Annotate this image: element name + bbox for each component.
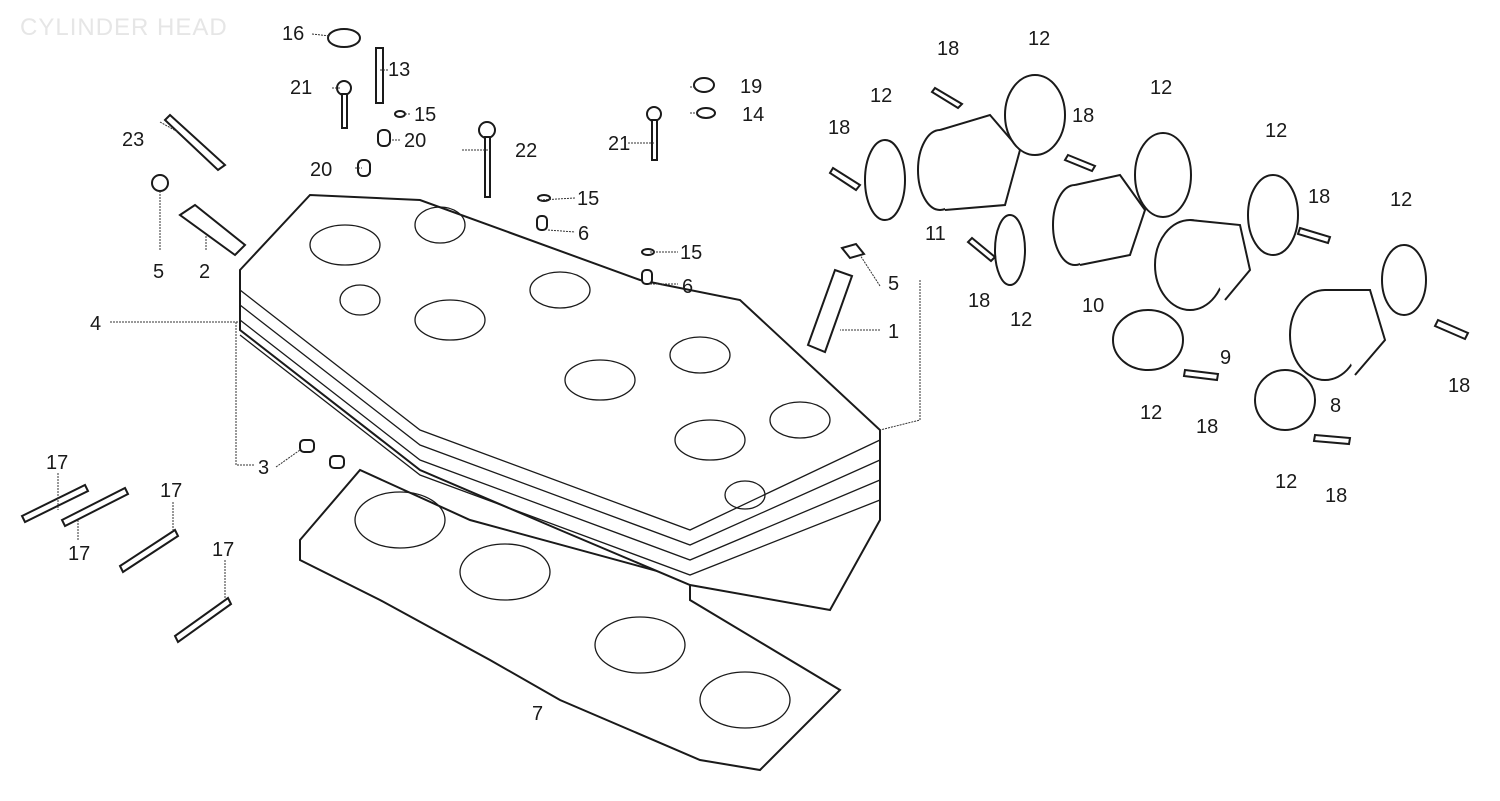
- part-6-dowel-mid: [536, 215, 548, 231]
- part-12-clamp-g: [1381, 244, 1427, 316]
- part-11-insulator: [917, 113, 1022, 211]
- part-12-clamp-a: [864, 139, 906, 221]
- part-17-stud-b: [60, 486, 130, 528]
- part-22-bolt: [478, 121, 496, 198]
- callout-22: 22: [515, 140, 537, 162]
- callout-19: 19: [740, 76, 762, 98]
- part-10-insulator: [1052, 173, 1147, 266]
- callout-5-right: 5: [888, 273, 899, 295]
- callout-11: 11: [925, 223, 946, 245]
- part-15-o-ring-right: [641, 248, 655, 256]
- part-15-o-ring-top: [394, 110, 406, 118]
- part-9-insulator: [1154, 219, 1252, 311]
- part-21-bolt-right: [646, 106, 662, 161]
- callout-6-right: 6: [682, 276, 693, 298]
- part-16-oil-seal: [327, 28, 361, 48]
- callout-5-left: 5: [153, 261, 164, 283]
- part-8-insulator: [1289, 289, 1387, 381]
- callout-12-h: 12: [1275, 471, 1297, 493]
- part-18-bolt-h: [1312, 433, 1352, 446]
- callout-1: 1: [888, 321, 899, 343]
- part-18-bolt-c: [1063, 153, 1097, 173]
- part-12-clamp-e: [1247, 174, 1299, 256]
- callout-17-b: 17: [68, 543, 90, 565]
- callout-21-left: 21: [290, 77, 312, 99]
- callout-6-mid: 6: [578, 223, 589, 245]
- callout-13: 13: [388, 59, 410, 81]
- callout-16: 16: [282, 23, 304, 45]
- part-17-stud-c: [118, 528, 180, 574]
- part-20-dowel-upper: [377, 129, 391, 147]
- part-18-bolt-f: [1433, 318, 1470, 341]
- part-6-dowel-right: [641, 269, 653, 285]
- part-5-o-ring-left: [151, 174, 169, 192]
- head-gasket: [299, 468, 842, 772]
- callout-12-e: 12: [1265, 120, 1287, 142]
- callout-12-b: 12: [1028, 28, 1050, 50]
- callout-12-d: 12: [1010, 309, 1032, 331]
- callout-20-upper: 20: [404, 130, 426, 152]
- callout-18-h: 18: [1325, 485, 1347, 507]
- callout-9: 9: [1220, 347, 1231, 369]
- callout-18-b: 18: [937, 38, 959, 60]
- callout-18-a: 18: [828, 117, 850, 139]
- part-1-valve-guide: [806, 268, 854, 354]
- part-17-stud-d: [173, 596, 233, 644]
- callout-17-c: 17: [160, 480, 182, 502]
- part-19-cap-nut: [693, 77, 715, 93]
- callout-4: 4: [90, 313, 101, 335]
- part-13-stud: [375, 47, 384, 104]
- diagram-title: CYLINDER HEAD: [20, 14, 228, 41]
- callout-12-f: 12: [1390, 189, 1412, 211]
- part-18-bolt-g: [1182, 368, 1220, 382]
- part-18-bolt-a: [828, 166, 862, 192]
- callout-18-f: 18: [1448, 375, 1470, 397]
- callout-17-a: 17: [46, 452, 68, 474]
- callout-7: 7: [532, 703, 543, 725]
- callout-8: 8: [1330, 395, 1341, 417]
- part-12-clamp-f: [1112, 309, 1184, 371]
- part-21-bolt-left: [336, 80, 352, 129]
- part-18-bolt-b: [930, 86, 964, 110]
- part-18-bolt-d: [966, 236, 997, 263]
- callout-18-g: 18: [1196, 416, 1218, 438]
- callout-23: 23: [122, 129, 144, 151]
- cylinder-head: [239, 193, 881, 612]
- callout-15-top: 15: [414, 104, 436, 126]
- callout-15-mid: 15: [577, 188, 599, 210]
- part-3-dowel-a: [299, 439, 315, 453]
- part-5-o-ring-right: [840, 242, 866, 260]
- part-12-clamp-b: [1004, 74, 1066, 156]
- part-12-clamp-h: [1254, 369, 1316, 431]
- callout-15-right: 15: [680, 242, 702, 264]
- callout-17-d: 17: [212, 539, 234, 561]
- part-12-clamp-c: [994, 214, 1026, 286]
- callout-14: 14: [742, 104, 764, 126]
- part-18-bolt-e: [1296, 226, 1332, 245]
- callout-12-a: 12: [870, 85, 892, 107]
- callout-2: 2: [199, 261, 210, 283]
- callout-21-right: 21: [608, 133, 630, 155]
- callout-10: 10: [1082, 295, 1104, 317]
- part-12-clamp-d: [1134, 132, 1192, 218]
- callout-3: 3: [258, 457, 269, 479]
- callout-18-e: 18: [1308, 186, 1330, 208]
- part-2-valve-guide: [178, 203, 247, 257]
- callout-12-g: 12: [1140, 402, 1162, 424]
- part-17-stud-a: [20, 483, 90, 524]
- part-14-washer: [696, 107, 716, 119]
- part-23-temp-sensor: [163, 113, 227, 172]
- callout-20-lower: 20: [310, 159, 332, 181]
- part-3-dowel-b: [329, 455, 345, 469]
- callout-18-c: 18: [1072, 105, 1094, 127]
- callout-18-d: 18: [968, 290, 990, 312]
- callout-12-c: 12: [1150, 77, 1172, 99]
